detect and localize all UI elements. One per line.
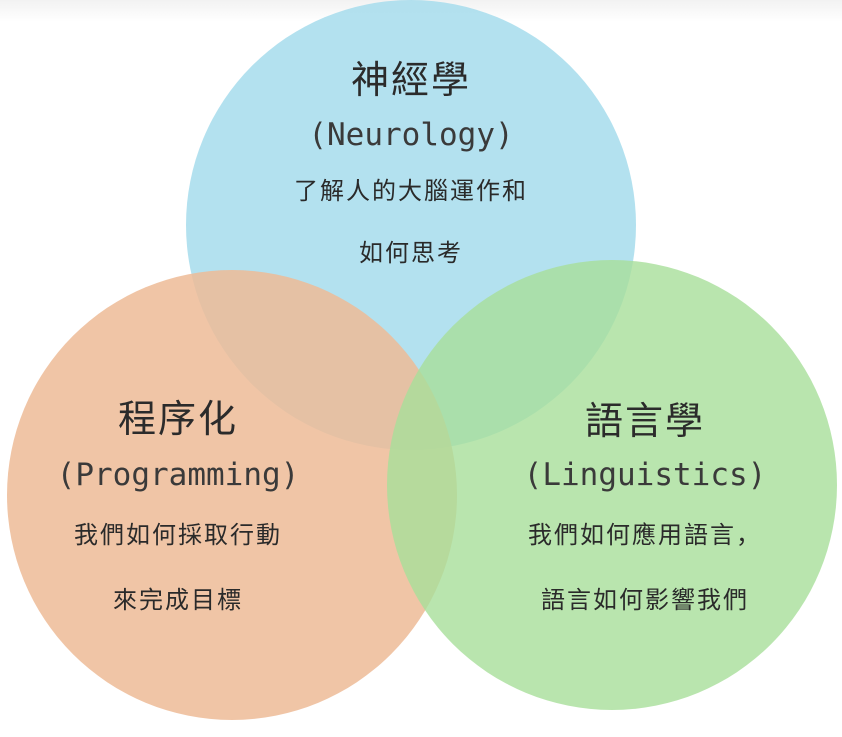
linguistics-title: 語言學 (584, 399, 706, 443)
neurology-title: 神經學 (350, 58, 472, 102)
programming-subtitle: (Programming) (56, 457, 300, 493)
linguistics-description-line-2: 語言如何影響我們 (541, 586, 749, 614)
neurology-subtitle: (Neurology) (308, 117, 514, 153)
programming-description-line-2: 來完成目標 (113, 586, 243, 614)
linguistics-subtitle: (Linguistics) (523, 457, 767, 493)
linguistics-description-line-1: 我們如何應用語言， (528, 521, 762, 549)
neurology-description-line-2: 如何思考 (359, 239, 463, 267)
linguistics-circle (387, 260, 837, 710)
programming-title: 程序化 (117, 397, 239, 441)
neurology-description-line-1: 了解人的大腦運作和 (294, 177, 528, 205)
programming-description-line-1: 我們如何採取行動 (74, 521, 282, 549)
programming-circle (7, 270, 457, 720)
